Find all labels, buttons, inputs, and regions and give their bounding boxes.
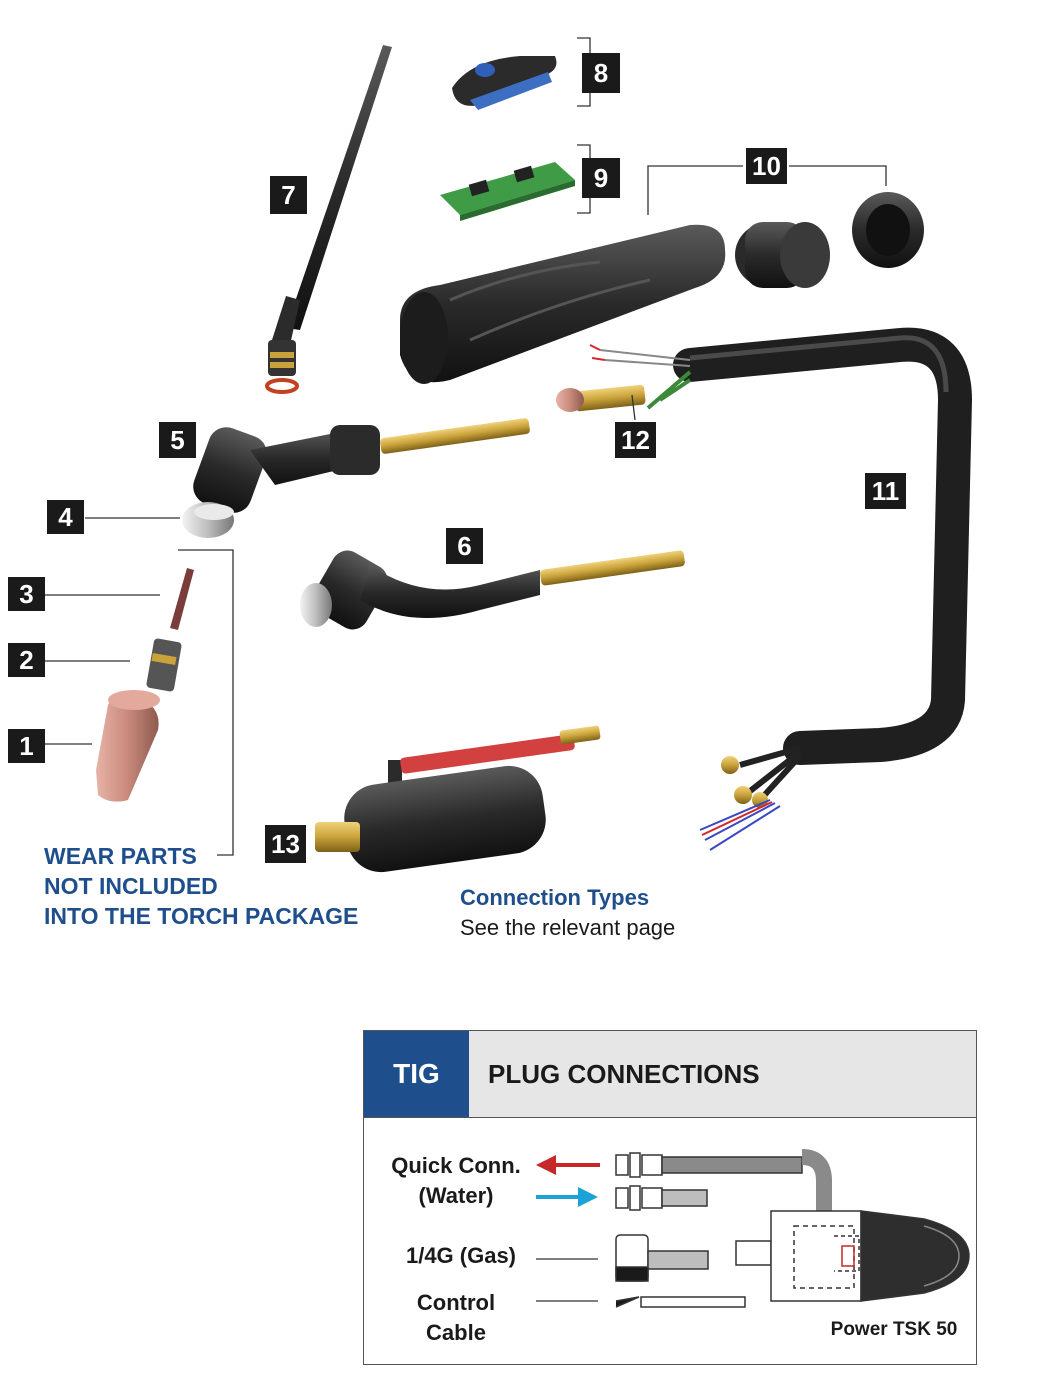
control-cable-lead	[615, 1296, 746, 1308]
part-number-2: 2	[8, 643, 45, 677]
wear-parts-note: WEAR PARTS NOT INCLUDED INTO THE TORCH P…	[44, 841, 358, 931]
water-in-arrow-icon	[536, 1187, 598, 1207]
model-label: Power TSK 50	[830, 1319, 958, 1340]
control-cable-label-line-1: Control	[416, 1290, 496, 1315]
handle-illustration	[400, 224, 726, 384]
power-plug-body	[735, 1210, 970, 1302]
connection-types-subtitle: See the relevant page	[460, 915, 676, 940]
part-number-7: 7	[270, 176, 307, 214]
connector-leader-lines	[536, 1258, 598, 1302]
part-number-13: 13	[265, 825, 306, 863]
part-number-9: 9	[582, 158, 620, 198]
gas-fitting	[615, 1234, 709, 1282]
plug-diagram	[536, 1149, 970, 1308]
part-number-10: 10	[746, 148, 787, 184]
part-number-12: 12	[615, 422, 656, 458]
quick-conn-label-line-1: Quick Conn.	[391, 1153, 521, 1178]
connection-types-note: Connection Types See the relevant page	[460, 883, 675, 943]
wear-parts-line-2: NOT INCLUDED	[44, 873, 218, 899]
collet-illustration	[170, 568, 194, 630]
panel-header: TIG PLUG CONNECTIONS	[364, 1031, 976, 1118]
water-coupler-bottom	[615, 1185, 708, 1211]
back-cap-illustration	[265, 45, 392, 394]
part-number-4: 4	[47, 500, 84, 534]
collet-body-illustration	[146, 638, 182, 692]
part-number-8: 8	[582, 53, 620, 93]
button-cover-illustration	[452, 56, 557, 110]
connection-types-title: Connection Types	[460, 885, 650, 910]
water-out-arrow-icon	[536, 1155, 600, 1175]
tig-tag: TIG	[364, 1031, 469, 1117]
part-number-6: 6	[446, 528, 483, 564]
flexible-torch-body-illustration	[300, 550, 685, 630]
cable-assembly-illustration	[589, 327, 973, 851]
ceramic-nozzle-illustration	[96, 690, 160, 802]
control-cable-label: Control Cable	[386, 1288, 526, 1348]
quick-conn-label-line-2: (Water)	[418, 1183, 494, 1208]
handle-ring-illustration	[852, 192, 924, 268]
panel-title: PLUG CONNECTIONS	[488, 1058, 760, 1089]
insulator-illustration	[182, 502, 234, 538]
switch-pcb-illustration	[440, 162, 575, 221]
dinse-plug-illustration	[315, 725, 601, 873]
wear-parts-line-1: WEAR PARTS	[44, 843, 197, 869]
water-coupler-top	[615, 1149, 832, 1211]
leader-lines	[44, 37, 887, 856]
gas-label: 1/4G (Gas)	[405, 1243, 517, 1268]
torch-body-illustration	[193, 418, 530, 513]
part-number-3: 3	[8, 577, 45, 611]
control-cable-label-line-2: Cable	[426, 1320, 486, 1345]
part-number-1: 1	[8, 729, 45, 763]
part-number-5: 5	[159, 422, 196, 458]
handle-coupler-illustration	[735, 222, 830, 288]
part-number-11: 11	[865, 473, 906, 509]
plug-connections-panel: TIG PLUG CONNECTIONS Quick Conn. (Water)…	[363, 1030, 977, 1365]
power-connector-illustration	[556, 384, 646, 412]
torch-exploded-diagram	[44, 37, 973, 873]
quick-conn-label: Quick Conn. (Water)	[386, 1151, 526, 1211]
wear-parts-line-3: INTO THE TORCH PACKAGE	[44, 903, 359, 929]
